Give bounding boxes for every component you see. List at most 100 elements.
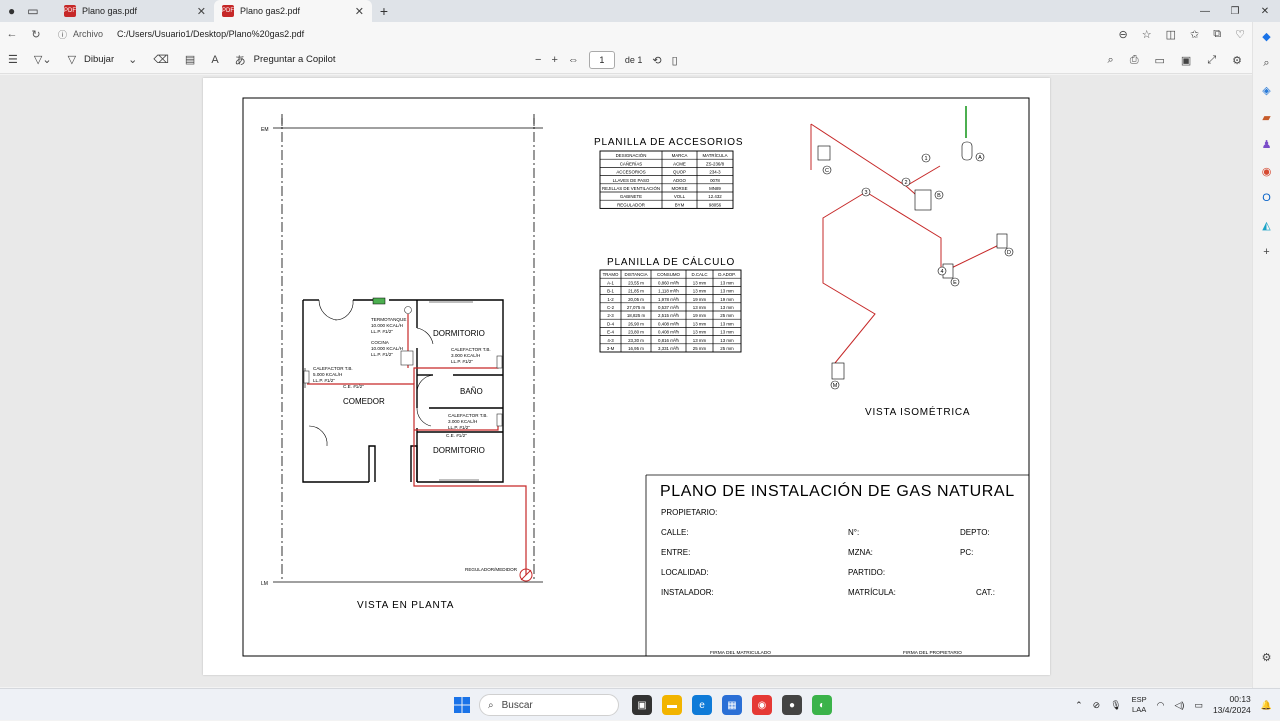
tab-label: Plano gas2.pdf <box>240 6 301 16</box>
save-as-icon[interactable]: ▣ <box>1180 54 1192 67</box>
search-icon[interactable]: ⌕ <box>1107 53 1114 66</box>
browser-essentials-icon[interactable]: ♡ <box>1235 28 1245 41</box>
iso-node-label: C <box>825 168 829 174</box>
chevron-down-icon[interactable]: ⌄ <box>128 54 138 66</box>
favorites-icon[interactable]: ✩ <box>1190 28 1200 41</box>
microphone-icon[interactable]: 🎙 <box>1110 699 1122 710</box>
battery-icon[interactable]: ▭ <box>1194 699 1203 710</box>
address-label: Archivo <box>73 29 104 39</box>
accesorios-header: MARCA <box>672 153 688 158</box>
new-tab-button[interactable]: + <box>379 3 389 19</box>
chevron-up-icon[interactable]: ⌃ <box>1075 699 1083 710</box>
pdf-viewer[interactable]: EM LM <box>0 75 1252 687</box>
field-localidad: LOCALIDAD: <box>661 568 709 577</box>
restore-button[interactable]: ❐ <box>1230 5 1240 17</box>
calculo-cell: 0,537 m³/h <box>658 305 680 310</box>
calculo-cell: 1,118 m³/h <box>658 289 679 294</box>
profile-icon[interactable]: ● <box>8 4 16 18</box>
zoom-plus-icon[interactable]: + <box>551 54 558 66</box>
text-box-icon[interactable]: ▤ <box>184 54 196 66</box>
collections-icon[interactable]: ⧉ <box>1213 27 1222 40</box>
volume-icon[interactable]: ◁) <box>1174 699 1185 710</box>
room-comedor: COMEDOR <box>343 397 385 406</box>
app-icon[interactable]: ● <box>782 695 802 715</box>
calculo-cell: 0,408 m³/h <box>658 330 680 335</box>
fullscreen-icon[interactable]: ⤢ <box>1207 53 1217 66</box>
minimize-button[interactable]: — <box>1200 5 1210 17</box>
accesorios-cell: REJILLAS DE VENTILACIÓN <box>602 186 660 191</box>
lm-label: LM <box>261 581 268 587</box>
search-icon[interactable]: ⌕ <box>1263 56 1270 69</box>
task-view-icon[interactable]: ▣ <box>632 695 652 715</box>
app-green-icon[interactable]: ◐ <box>812 695 832 715</box>
vista-iso-title: VISTA ISOMÉTRICA <box>865 405 970 418</box>
workspaces-icon[interactable]: ▭ <box>27 4 39 18</box>
split-screen-icon[interactable]: ◫ <box>1165 28 1177 41</box>
wifi-icon[interactable]: ◠ <box>1156 699 1165 710</box>
taskbar-search[interactable]: ⌕ Buscar <box>479 694 619 716</box>
close-tab-icon[interactable]: ✕ <box>354 5 364 18</box>
pdf-icon: PDF <box>222 5 234 17</box>
calculo-cell: 20,05 m <box>628 297 644 302</box>
start-icon[interactable] <box>454 697 470 713</box>
accesorios-cell: LLAVES DE PASO <box>613 178 650 183</box>
fit-page-icon[interactable]: ⇔ <box>567 54 579 66</box>
two-page-icon[interactable]: ▯ <box>671 54 678 67</box>
microsoft365-icon[interactable]: ◉ <box>1261 165 1272 178</box>
calculo-cell: 18,825 m <box>627 313 646 318</box>
designer-icon[interactable]: ◭ <box>1262 219 1271 232</box>
outlook-icon[interactable]: O <box>1262 192 1271 204</box>
chrome-icon[interactable]: ◉ <box>752 695 772 715</box>
rotate-icon[interactable]: ⟲ <box>652 54 662 67</box>
tools-icon[interactable]: ▰ <box>1262 111 1271 124</box>
draw-button[interactable]: Dibujar <box>84 54 115 65</box>
page-controls: − + ⇔ 1 de 1 ⟲ ▯ <box>535 46 678 74</box>
search-icon: ⌕ <box>488 699 494 711</box>
add-icon[interactable]: + <box>1263 246 1270 258</box>
iso-node-label: M <box>833 383 838 389</box>
accesorios-cell: 98056 <box>709 202 722 207</box>
calculo-cell: 2,515 m³/h <box>658 313 680 318</box>
close-tab-icon[interactable]: ✕ <box>196 5 206 18</box>
store-icon[interactable]: ▦ <box>722 695 742 715</box>
contents-icon[interactable]: ☰ <box>8 54 18 66</box>
translate-icon[interactable]: あ <box>234 54 246 67</box>
copilot-button[interactable]: Preguntar a Copilot <box>253 54 336 65</box>
tab-plano-gas2[interactable]: PDF Plano gas2.pdf ✕ <box>214 0 372 22</box>
print-icon[interactable]: ⎙ <box>1129 53 1139 66</box>
favorite-icon[interactable]: ☆ <box>1141 28 1152 41</box>
url-field[interactable]: C:/Users/Usuario1/Desktop/Plano%20gas2.p… <box>117 29 305 39</box>
file-explorer-icon[interactable]: ▬ <box>662 695 682 715</box>
draw-icon[interactable]: ▽ <box>67 54 77 66</box>
notification-icon[interactable]: 🔔 <box>1260 699 1272 710</box>
highlight-icon[interactable]: ▽⌄ <box>33 54 52 66</box>
close-window-button[interactable]: ✕ <box>1260 5 1270 17</box>
calculo-cell: 13 mm <box>693 321 707 326</box>
back-icon[interactable]: ← <box>6 28 18 40</box>
games-icon[interactable]: ♟ <box>1261 138 1272 151</box>
read-aloud-icon[interactable]: A <box>211 53 219 66</box>
shopping-icon[interactable]: ◈ <box>1262 84 1271 97</box>
copilot-icon[interactable]: ◆ <box>1262 30 1271 43</box>
zoom-out-icon[interactable]: ⊖ <box>1118 28 1128 41</box>
network-off-icon[interactable]: ⊘ <box>1092 699 1101 710</box>
accesorios-cell: MORSE <box>671 186 687 191</box>
edge-icon[interactable]: e <box>692 695 712 715</box>
tab-plano-gas[interactable]: PDF Plano gas.pdf ✕ <box>56 0 214 22</box>
settings-icon[interactable]: ⚙ <box>1232 54 1242 67</box>
svg-text:C.E. #1/2": C.E. #1/2" <box>343 384 364 389</box>
title-block-frame <box>645 474 1029 656</box>
page-number-input[interactable]: 1 <box>588 51 615 69</box>
isometric-pipes <box>810 106 1004 364</box>
pdf-icon: PDF <box>64 5 76 17</box>
eraser-icon[interactable]: ⌫ <box>153 54 169 66</box>
field-calle: CALLE: <box>661 528 689 537</box>
refresh-icon[interactable]: ↻ <box>31 28 41 41</box>
zoom-minus-icon[interactable]: − <box>535 54 542 66</box>
save-icon[interactable]: ▭ <box>1154 54 1165 67</box>
sidebar-settings-icon[interactable]: ⚙ <box>1261 651 1272 664</box>
